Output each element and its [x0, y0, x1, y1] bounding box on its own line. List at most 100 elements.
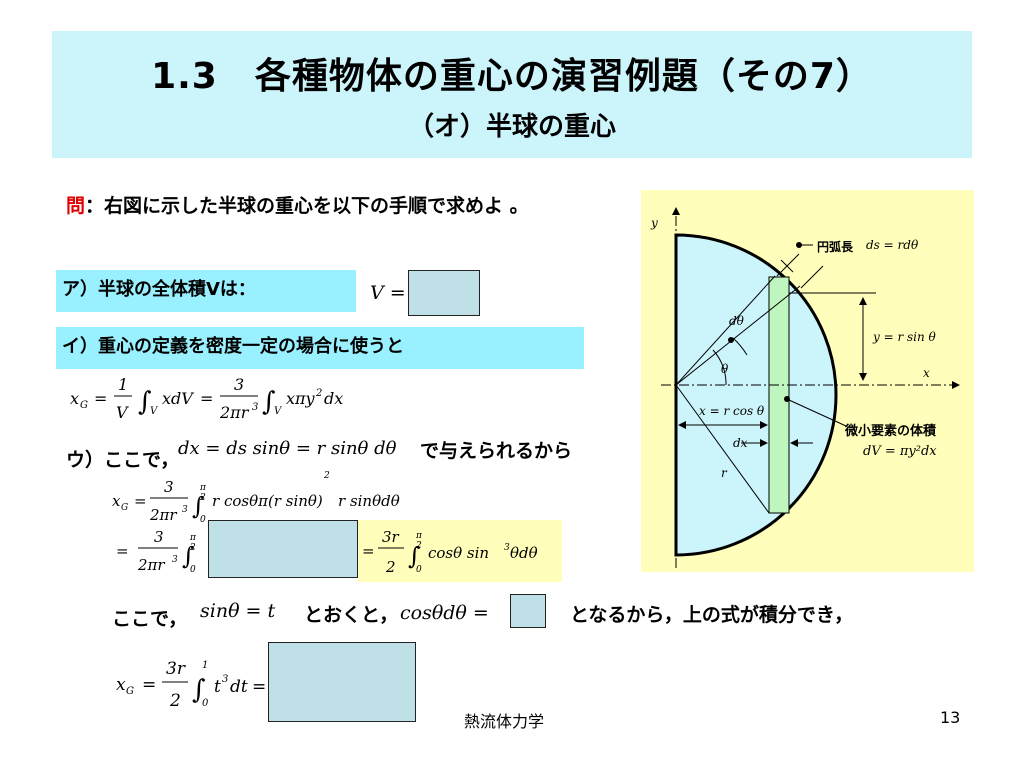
svg-text:∫: ∫	[192, 492, 205, 520]
question-label: 問	[66, 195, 86, 217]
svg-text:r sinθdθ: r sinθdθ	[338, 492, 400, 510]
svg-text:2: 2	[323, 471, 330, 481]
svg-text:π: π	[415, 531, 423, 541]
element-volume-label: 微小要素の体積	[845, 424, 937, 439]
svg-text:3: 3	[504, 543, 510, 553]
svg-text:3r: 3r	[382, 528, 400, 546]
svg-text:∫: ∫	[138, 387, 152, 417]
svg-text:V: V	[274, 406, 283, 417]
svg-text:3: 3	[222, 674, 228, 685]
svg-text:cosθ sin: cosθ sin	[428, 544, 489, 562]
svg-text:2πr: 2πr	[149, 506, 177, 524]
element-volume-formula: dV = πy²dx	[863, 444, 937, 459]
page-title: 1.3 各種物体の重心の演習例題（その7）	[151, 56, 873, 97]
hemisphere-diagram: y x 円弧長 ds = rdθ dθ θ y = r sin θ x = r …	[641, 190, 974, 572]
svg-text:V: V	[116, 403, 129, 422]
svg-text:2: 2	[385, 558, 396, 576]
svg-text:2: 2	[199, 493, 206, 503]
svg-text:π: π	[199, 483, 207, 493]
page-subtitle: （オ）半球の重心	[407, 112, 616, 142]
svg-text:V: V	[150, 406, 159, 417]
svg-text:∫: ∫	[408, 542, 421, 570]
svg-text:3: 3	[182, 505, 188, 515]
svg-text:2πr: 2πr	[219, 403, 250, 422]
svg-text:2: 2	[169, 691, 181, 711]
hemisphere-figure	[661, 207, 960, 568]
dtheta-label: dθ	[729, 314, 744, 328]
svg-text:0: 0	[202, 698, 209, 709]
theta-label: θ	[721, 362, 729, 376]
svg-text:2: 2	[189, 543, 196, 553]
step-u-formula: dx = ds sinθ = r sinθ dθ	[178, 438, 397, 459]
svg-text:1: 1	[202, 660, 208, 671]
step-a-lhs: V =	[370, 282, 406, 304]
svg-text:=: =	[134, 492, 147, 510]
svg-text:t: t	[214, 677, 221, 697]
svg-text:2πr: 2πr	[137, 556, 165, 574]
svg-text:=: =	[116, 542, 129, 560]
svg-text:∫: ∫	[262, 387, 276, 417]
answer-box-volume[interactable]	[408, 270, 480, 316]
step-u-formula3-lhs: = 3 2πr 3 ∫π2 0	[116, 528, 197, 575]
sub-formula: sinθ = t	[200, 600, 276, 622]
svg-text:θdθ: θdθ	[510, 544, 538, 562]
svg-text:x: x	[116, 675, 126, 695]
step-u-label: ウ）ここで，	[66, 449, 180, 471]
sub-suffix: となるから，上の式が積分でき，	[570, 604, 854, 626]
svg-text:=: =	[252, 677, 266, 697]
svg-text:3: 3	[154, 528, 164, 546]
x-axis-label: x	[923, 366, 930, 380]
svg-text:3: 3	[164, 478, 174, 496]
answer-box-integrand[interactable]	[208, 520, 358, 578]
svg-text:0: 0	[200, 515, 206, 525]
svg-text:∫: ∫	[192, 675, 206, 705]
dx-label: dx	[733, 436, 748, 450]
svg-text:3: 3	[172, 555, 178, 565]
y-axis-label: y	[651, 216, 658, 230]
footer-course: 熱流体力学	[464, 712, 545, 731]
svg-text:3: 3	[234, 375, 244, 394]
question-body: ：右図に示した半球の重心を以下の手順で求めよ 。	[85, 195, 529, 217]
x-formula: x = r cos θ	[699, 404, 765, 418]
svg-text:x: x	[112, 492, 121, 510]
arc-length-label: 円弧長	[817, 240, 854, 254]
step-a-bar: ア）半球の全体積Vは：	[56, 270, 356, 312]
step-a-label: ア）半球の全体積Vは：	[62, 279, 256, 300]
step-u-suffix: で与えられるから	[420, 440, 573, 462]
svg-text:xdV: xdV	[162, 389, 194, 408]
step-i-bar: イ）重心の定義を密度一定の場合に使うと	[56, 327, 584, 369]
svg-text:G: G	[126, 686, 134, 697]
svg-text:3r: 3r	[166, 659, 186, 679]
svg-text:0: 0	[416, 565, 422, 575]
svg-text:x: x	[70, 389, 79, 408]
question-text: 問：右図に示した半球の重心を以下の手順で求めよ 。	[66, 192, 566, 220]
radius-label: r	[721, 466, 727, 480]
svg-text:0: 0	[190, 565, 196, 575]
arc-length-formula: ds = rdθ	[866, 238, 919, 252]
step-i-label: イ）重心の定義を密度一定の場合に使うと	[62, 336, 404, 357]
svg-text:=: =	[362, 542, 375, 560]
here-label: ここで，	[112, 608, 188, 630]
svg-text:=: =	[200, 389, 213, 408]
svg-text:dx: dx	[324, 389, 343, 408]
title-box: 1.3 各種物体の重心の演習例題（その7） （オ）半球の重心	[52, 31, 972, 158]
svg-text:=: =	[142, 675, 156, 695]
answer-box-cos[interactable]	[510, 594, 546, 628]
svg-text:=: =	[94, 389, 107, 408]
svg-text:1: 1	[118, 375, 128, 394]
page-number: 13	[940, 708, 961, 727]
svg-text:G: G	[121, 503, 128, 513]
svg-text:2: 2	[315, 388, 322, 399]
svg-text:r cosθπ(r sinθ): r cosθπ(r sinθ)	[212, 492, 323, 510]
answer-box-final[interactable]	[268, 642, 416, 722]
svg-text:xπy: xπy	[286, 389, 316, 408]
svg-text:dt: dt	[230, 677, 248, 697]
svg-text:∫: ∫	[182, 542, 195, 570]
svg-text:G: G	[80, 400, 88, 411]
svg-text:2: 2	[415, 541, 422, 551]
svg-text:π: π	[189, 533, 197, 543]
